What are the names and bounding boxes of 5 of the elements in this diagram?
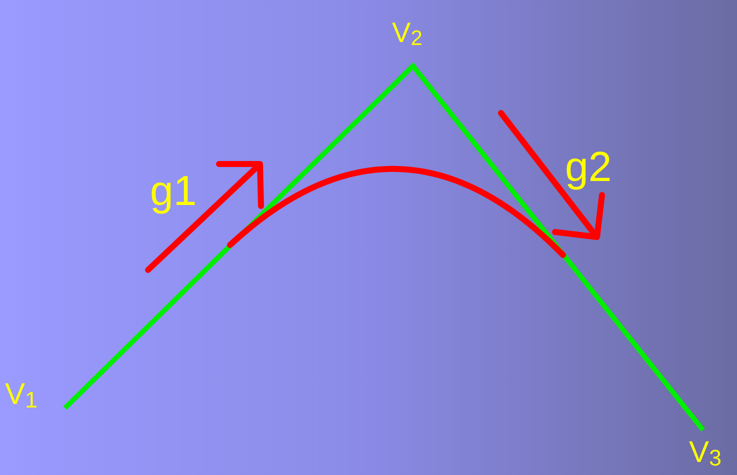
vector-label: g2: [565, 146, 612, 188]
vertex-label: V$_{2}$: [392, 19, 422, 50]
vertex-label: V$_{3}$: [689, 438, 722, 470]
vertex-label: V$_{1}$: [5, 380, 38, 412]
vector-label: g1: [150, 170, 197, 212]
